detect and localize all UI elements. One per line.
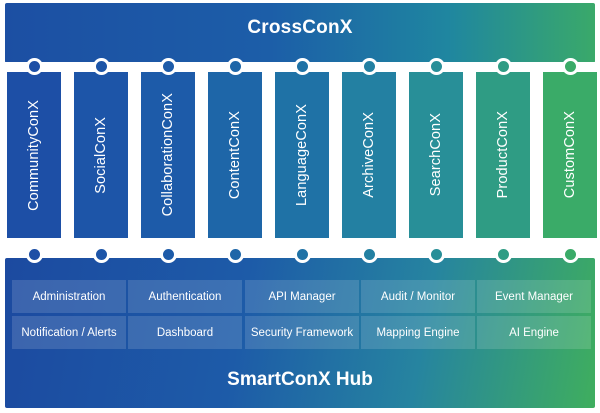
pillar-label: CustomConX bbox=[562, 111, 578, 199]
top-connector-dot bbox=[25, 57, 43, 75]
crossconx-band: CrossConX bbox=[5, 3, 595, 63]
connector-pillar: CommunityConX bbox=[7, 72, 61, 238]
top-connector-dot bbox=[293, 57, 311, 75]
hub-module-event-manager: Event Manager bbox=[477, 280, 591, 313]
bottom-connector-dot bbox=[226, 245, 244, 263]
hub-module-authentication: Authentication bbox=[128, 280, 242, 313]
bottom-connector-dot bbox=[494, 245, 512, 263]
pillar-label: SocialConX bbox=[93, 116, 109, 194]
bottom-connector-dot bbox=[159, 245, 177, 263]
pillar-label: SearchConX bbox=[428, 113, 444, 197]
top-connector-dot bbox=[561, 57, 579, 75]
hub-module-audit-monitor: Audit / Monitor bbox=[361, 280, 475, 313]
pillar-label: CommunityConX bbox=[26, 99, 42, 211]
top-connector-dot bbox=[159, 57, 177, 75]
bottom-connector-dot bbox=[427, 245, 445, 263]
pillar-label: ArchiveConX bbox=[361, 112, 377, 198]
top-connector-dot bbox=[494, 57, 512, 75]
hub-module-notification-alerts: Notification / Alerts bbox=[12, 316, 126, 349]
hub-title: SmartConX Hub bbox=[227, 369, 373, 390]
hub-module-dashboard: Dashboard bbox=[128, 316, 242, 349]
connector-pillar: SearchConX bbox=[409, 72, 463, 238]
top-connector-dot bbox=[92, 57, 110, 75]
smartconx-hub-band: SmartConX Hub bbox=[5, 258, 595, 408]
bottom-connector-dot bbox=[25, 245, 43, 263]
hub-module-api-manager: API Manager bbox=[245, 280, 359, 313]
connector-pillar: ProductConX bbox=[476, 72, 530, 238]
hub-module-security-framework: Security Framework bbox=[245, 316, 359, 349]
pillar-label: ContentConX bbox=[227, 110, 243, 200]
connector-pillar: LanguageConX bbox=[275, 72, 329, 238]
connector-pillar: ContentConX bbox=[208, 72, 262, 238]
top-connector-dot bbox=[360, 57, 378, 75]
hub-module-mapping-engine: Mapping Engine bbox=[361, 316, 475, 349]
pillar-label: CollaborationConX bbox=[160, 93, 176, 217]
crossconx-title: CrossConX bbox=[247, 17, 353, 38]
connector-pillar: SocialConX bbox=[74, 72, 128, 238]
pillar-label: LanguageConX bbox=[294, 104, 310, 206]
connector-pillar: CollaborationConX bbox=[141, 72, 195, 238]
bottom-connector-dot bbox=[92, 245, 110, 263]
bottom-connector-dot bbox=[293, 245, 311, 263]
top-connector-dot bbox=[427, 57, 445, 75]
bottom-connector-dot bbox=[561, 245, 579, 263]
bottom-connector-dot bbox=[360, 245, 378, 263]
connector-pillar: ArchiveConX bbox=[342, 72, 396, 238]
connector-pillar: CustomConX bbox=[543, 72, 597, 238]
hub-module-administration: Administration bbox=[12, 280, 126, 313]
top-connector-dot bbox=[226, 57, 244, 75]
pillar-label: ProductConX bbox=[495, 111, 511, 199]
hub-module-ai-engine: AI Engine bbox=[477, 316, 591, 349]
